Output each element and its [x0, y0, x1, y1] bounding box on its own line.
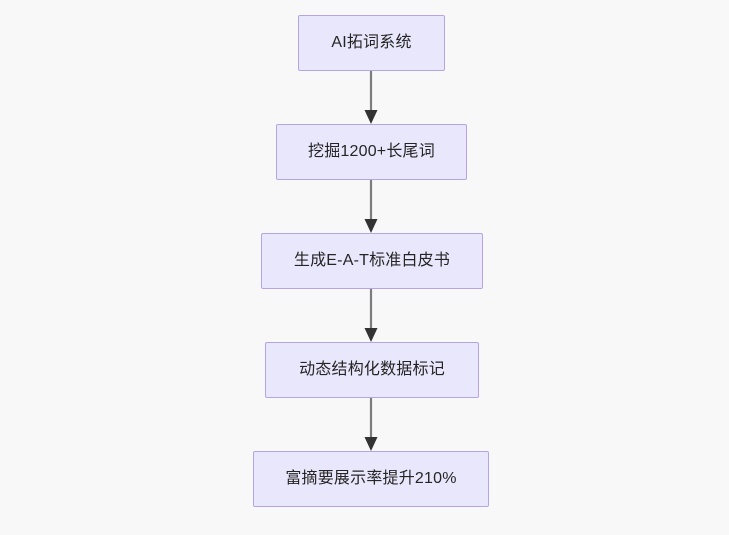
edge-n1-n2	[364, 71, 378, 124]
flowchart-node-mine-longtail-keywords[interactable]: 挖掘1200+长尾词	[276, 124, 467, 180]
flowchart-node-ai-keyword-system[interactable]: AI拓词系统	[298, 15, 445, 71]
flowchart-node-rich-snippet-rate-increase[interactable]: 富摘要展示率提升210%	[253, 451, 489, 507]
node-label: 富摘要展示率提升210%	[285, 470, 457, 488]
edge-n4-n5	[364, 398, 378, 451]
node-label: 生成E-A-T标准白皮书	[293, 252, 451, 270]
edge-n3-n4	[364, 289, 378, 342]
node-label: 挖掘1200+长尾词	[308, 143, 435, 161]
node-label: 动态结构化数据标记	[299, 361, 445, 379]
flowchart-node-generate-eat-whitepaper[interactable]: 生成E-A-T标准白皮书	[261, 233, 483, 289]
edge-n2-n3	[364, 180, 378, 233]
node-label: AI拓词系统	[331, 34, 412, 52]
flowchart-node-dynamic-structured-data-markup[interactable]: 动态结构化数据标记	[265, 342, 479, 398]
